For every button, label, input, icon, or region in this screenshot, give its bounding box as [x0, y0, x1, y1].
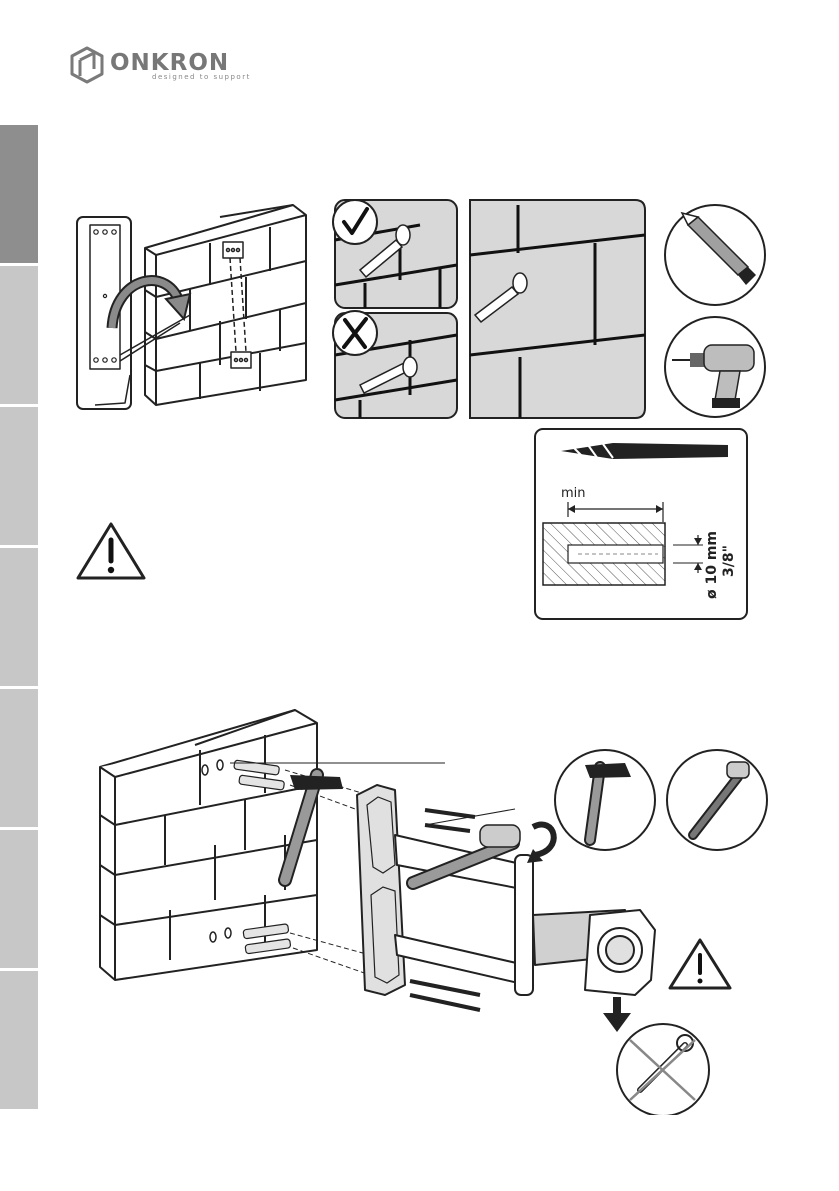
check-mark-icon: [333, 200, 377, 244]
warning-icon: [74, 520, 148, 582]
mount-assembly-illustration: [95, 705, 785, 1115]
no-wrench-icon: [617, 1024, 709, 1115]
rotate-arrow-icon: [527, 825, 554, 863]
down-arrow-icon: [603, 997, 631, 1032]
step-mark-holes-illustration: [60, 195, 780, 425]
pencil-icon: [665, 205, 765, 305]
drill-diameter-in: 3/8": [721, 545, 737, 577]
hammer-icon: [555, 750, 655, 850]
side-tab-4[interactable]: [0, 548, 38, 686]
cross-mark-icon: [333, 311, 377, 355]
side-tab-3[interactable]: [0, 407, 38, 545]
side-tab-6[interactable]: [0, 830, 38, 968]
warning-icon-small: [670, 940, 730, 988]
side-tab-7[interactable]: [0, 971, 38, 1109]
drill-depth-diagram: min ø 10 mm 3/8": [533, 427, 749, 621]
side-tabs: [0, 125, 38, 1110]
template-panel: [77, 217, 131, 409]
drill-icon: [665, 317, 765, 417]
side-tab-5[interactable]: [0, 689, 38, 827]
socket-wrench-icon: [667, 750, 767, 850]
drill-depth-label: min: [561, 486, 586, 501]
drill-diameter-mm: ø 10 mm: [704, 531, 720, 599]
side-tab-1[interactable]: [0, 125, 38, 263]
onkron-logo-icon: [67, 45, 107, 85]
brand-tagline: designed to support: [152, 73, 251, 81]
side-tab-2[interactable]: [0, 266, 38, 404]
